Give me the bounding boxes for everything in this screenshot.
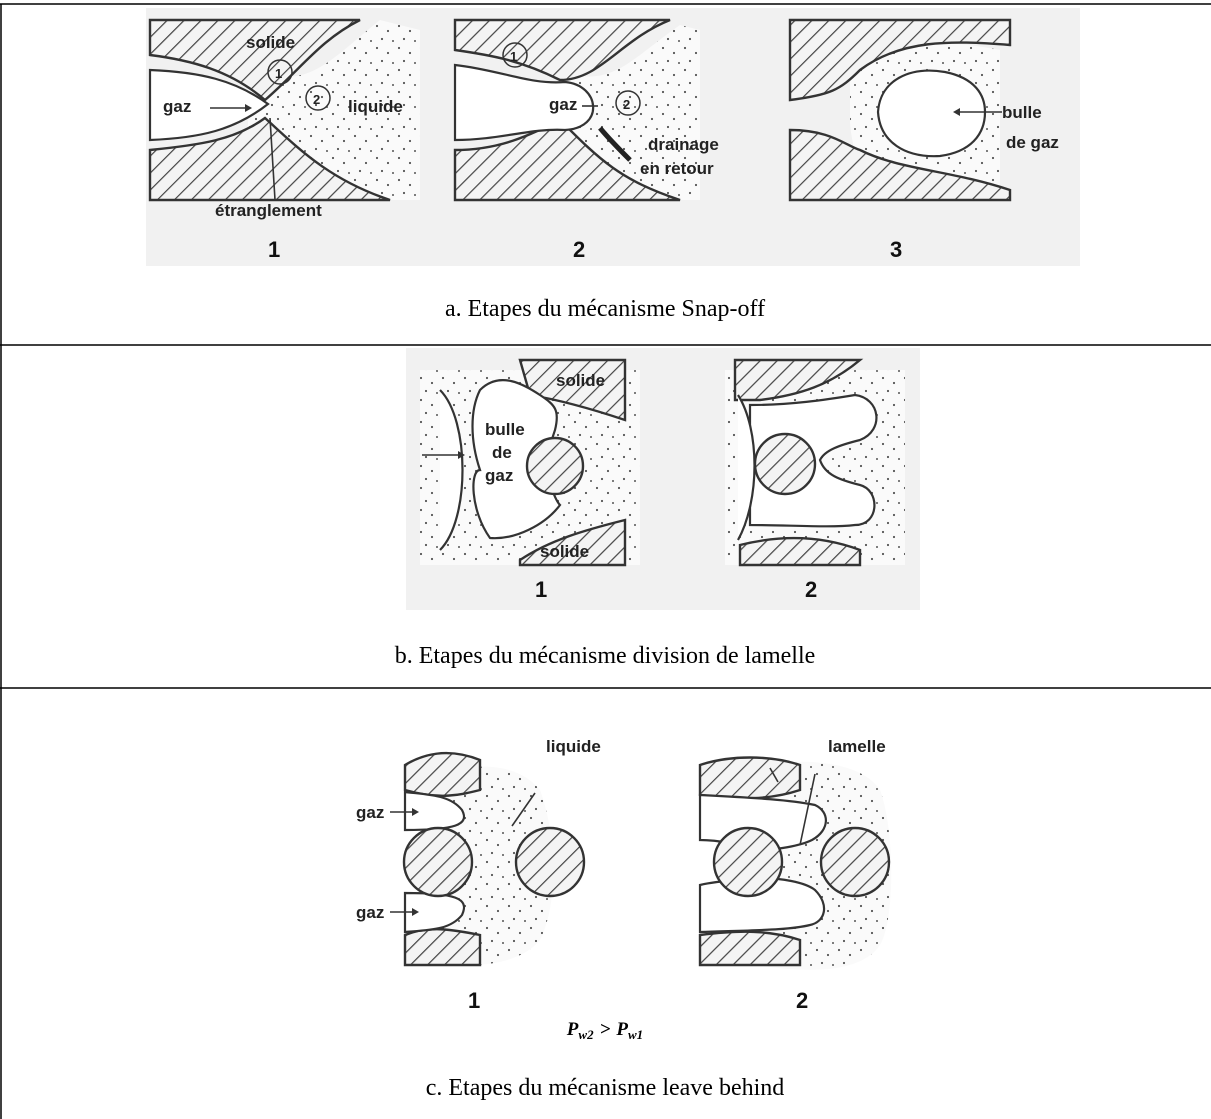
snapoff-circle-2b: 2 [623,97,630,112]
leavebehind-step-1: liquide gaz gaz 1 [356,737,601,1013]
equation-operator: > [600,1019,611,1040]
equation-rhs-sub: w1 [628,1027,643,1042]
snapoff-label-drainage: drainage [648,135,719,154]
division-step-number-2: 2 [805,577,817,602]
caption-c: c. Etapes du mécanisme leave behind [426,1075,785,1101]
equation-rhs: P [615,1019,628,1040]
snapoff-circle-2: 2 [313,92,320,107]
equation-lhs: P [566,1019,579,1040]
division-label-bulle: bulle [485,420,525,439]
snapoff-label-gaz-2: gaz [549,95,577,114]
leavebehind-label-gaz-top: gaz [356,803,384,822]
division-label-solide-bottom: solide [540,542,589,561]
snapoff-label-gaz-1: gaz [163,97,191,116]
division-step-2: 2 [725,358,905,602]
division-label-solide-top: solide [556,371,605,390]
snapoff-label-bulle: bulle [1002,103,1042,122]
snapoff-step-number-2: 2 [573,237,585,262]
division-step-number-1: 1 [535,577,547,602]
leavebehind-label-lamelle: lamelle [828,737,886,756]
panel-a: solide 1 2 liquide gaz étranglement 1 1 … [146,8,1080,322]
snapoff-label-solide: solide [246,33,295,52]
snapoff-label-de-gaz: de gaz [1006,133,1059,152]
caption-a: a. Etapes du mécanisme Snap-off [445,296,765,322]
snapoff-step-1: solide 1 2 liquide gaz étranglement 1 [148,18,420,262]
leavebehind-label-gaz-bottom: gaz [356,903,384,922]
snapoff-step-3: bulle de gaz 3 [788,18,1059,262]
leavebehind-step-number-2: 2 [796,988,808,1013]
division-step-1: solide bulle de gaz solide 1 [420,358,640,602]
leavebehind-label-liquide: liquide [546,737,601,756]
snapoff-label-liquide: liquide [348,97,403,116]
pressure-equation: Pw2>Pw1 [566,1019,643,1042]
snapoff-label-etranglement: étranglement [215,201,322,220]
snapoff-circle-1: 1 [275,66,282,81]
caption-b: b. Etapes du mécanisme division de lamel… [395,643,816,669]
panel-c: liquide gaz gaz 1 lamelle 2 Pw2>Pw1 [356,737,892,1101]
snapoff-label-en-retour: en retour [640,159,714,178]
leavebehind-step-2: lamelle 2 [698,737,892,1013]
snapoff-step-number-1: 1 [268,237,280,262]
division-label-gaz: gaz [485,466,513,485]
snapoff-step-2: 1 2 gaz drainage en retour 2 [453,18,719,262]
equation-lhs-sub: w2 [578,1027,594,1042]
snapoff-step-number-3: 3 [890,237,902,262]
table-frame [0,3,1211,1119]
snapoff-circle-1b: 1 [510,49,517,64]
panel-b: solide bulle de gaz solide 1 2 b. Etapes… [395,348,920,669]
division-label-de: de [492,443,512,462]
leavebehind-step-number-1: 1 [468,988,480,1013]
